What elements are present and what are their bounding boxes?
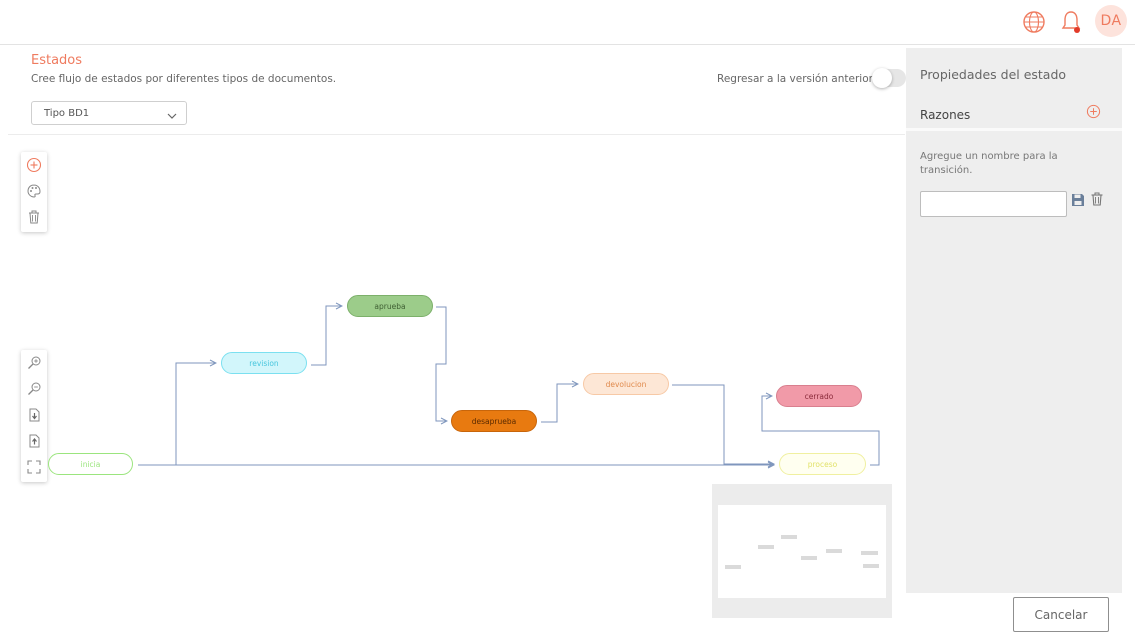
state-node-inicia[interactable]: inicia [48, 453, 133, 475]
toggle-knob [872, 68, 892, 88]
fit-screen-icon[interactable] [21, 455, 47, 479]
state-node-proceso[interactable]: proceso [779, 453, 866, 475]
edge-devolucion-proceso [672, 384, 774, 464]
minimap-node [725, 565, 741, 569]
trash-icon[interactable] [21, 205, 47, 229]
page-title: Estados [31, 53, 83, 68]
edit-toolbox [21, 152, 47, 232]
minimap-viewport [718, 505, 886, 598]
globe-icon[interactable] [1020, 8, 1048, 36]
edge-desaprueba-devolucion [541, 384, 578, 423]
revert-version-toggle[interactable] [872, 68, 906, 88]
import-icon[interactable] [21, 403, 47, 427]
reasons-label: Razones [920, 108, 971, 122]
avatar[interactable]: DA [1095, 5, 1127, 37]
edge-revision-aprueba [311, 306, 342, 366]
revert-version-label: Regresar a la versión anterior [717, 73, 873, 85]
workflow-edges [138, 0, 880, 620]
view-toolbox [21, 350, 47, 482]
state-label: aprueba [374, 301, 406, 311]
chevron-down-icon [166, 107, 178, 126]
state-node-desaprueba[interactable]: desaprueba [451, 410, 537, 432]
minimap-node [801, 556, 817, 560]
minimap-node [758, 545, 774, 549]
document-type-select[interactable]: Tipo BD1 [31, 101, 187, 125]
minimap-node [861, 551, 878, 555]
state-node-revision[interactable]: revision [221, 352, 307, 374]
state-node-aprueba[interactable]: aprueba [347, 295, 433, 317]
header-divider [8, 134, 905, 135]
state-node-cerrado[interactable]: cerrado [776, 385, 862, 407]
trash-icon[interactable] [1089, 191, 1105, 211]
bell-icon[interactable] [1057, 8, 1085, 36]
edge-inicia-revision [138, 363, 216, 466]
edge-proceso-cerrado [761, 396, 880, 466]
zoom-out-icon[interactable] [21, 377, 47, 401]
zoom-in-icon[interactable] [21, 351, 47, 375]
avatar-initials: DA [1100, 13, 1122, 29]
minimap[interactable] [712, 484, 892, 618]
cancel-button[interactable]: Cancelar [1013, 597, 1109, 632]
add-state-icon[interactable] [21, 153, 47, 177]
state-label: proceso [807, 459, 838, 469]
state-label: cerrado [804, 391, 834, 401]
minimap-node [781, 535, 797, 539]
panel-divider [906, 128, 1122, 131]
edge-aprueba-desaprueba [435, 306, 447, 421]
export-icon[interactable] [21, 429, 47, 453]
page-subtitle: Cree flujo de estados por diferentes tip… [31, 73, 337, 85]
transition-hint: Agregue un nombre para la transición. [920, 151, 1058, 176]
state-properties-panel: Propiedades del estado Razones Agregue u… [906, 48, 1122, 593]
palette-icon[interactable] [21, 179, 47, 203]
panel-title: Propiedades del estado [920, 67, 1067, 82]
document-type-value: Tipo BD1 [44, 108, 90, 119]
transition-name-input[interactable] [920, 191, 1067, 217]
top-bar: DA [0, 0, 1135, 45]
minimap-node [826, 549, 842, 553]
minimap-node [863, 564, 879, 568]
state-label: desaprueba [471, 416, 517, 426]
state-label: revision [249, 358, 279, 368]
state-label: inicia [80, 459, 101, 469]
add-reason-icon[interactable] [1086, 104, 1101, 123]
state-node-devolucion[interactable]: devolucion [583, 373, 669, 395]
save-icon[interactable] [1071, 192, 1085, 211]
state-label: devolucion [605, 379, 647, 389]
